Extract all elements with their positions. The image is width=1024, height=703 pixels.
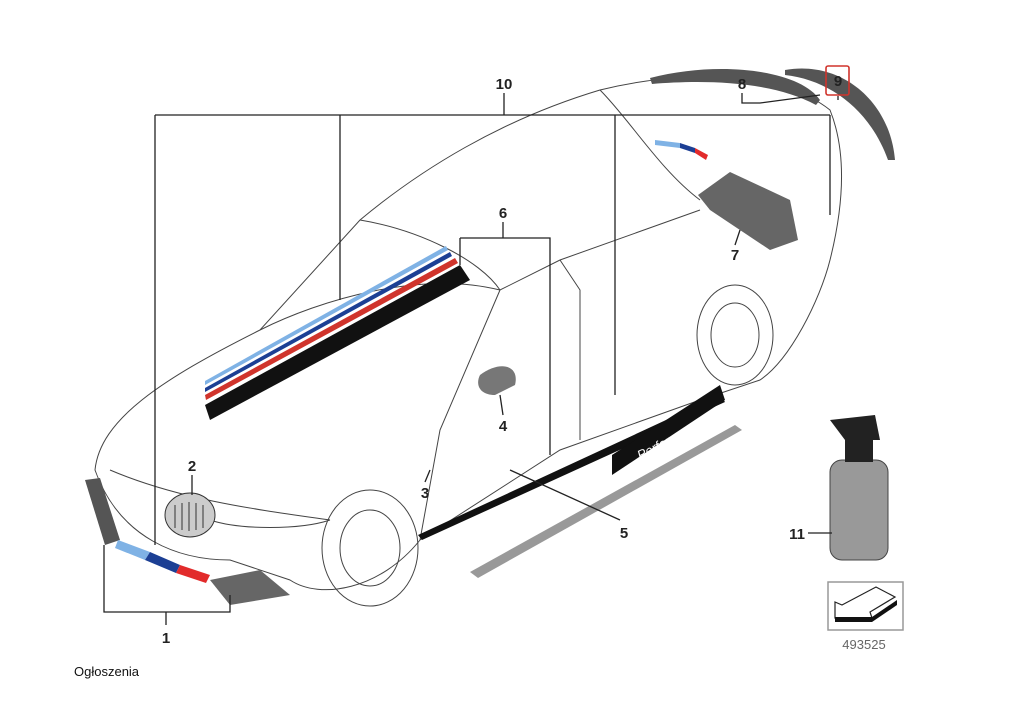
mirror-cap (478, 366, 516, 395)
trunk-stripe (655, 140, 708, 160)
callout-5: 5 (620, 525, 628, 542)
callout-7: 7 (731, 247, 739, 264)
leader-lines (103, 93, 839, 625)
callout-1: 1 (162, 630, 170, 647)
kidney-grille (164, 492, 216, 538)
hood-stripe (205, 246, 470, 420)
rear-spoiler-8 (650, 69, 820, 105)
car-outline (94, 76, 842, 607)
callout-2: 2 (188, 458, 196, 475)
callout-8: 8 (738, 76, 746, 93)
cleaner-bottle (829, 415, 889, 561)
trunk-spoiler-9 (785, 68, 895, 160)
callout-9: 9 (834, 73, 842, 90)
rear-diffuser (698, 172, 798, 250)
callout-6: 6 (499, 205, 507, 222)
ads-label[interactable]: Ogłoszenia (74, 664, 140, 679)
reference-number: 493525 (842, 637, 885, 652)
reference-arrow-icon (827, 581, 904, 631)
side-skirt (470, 425, 742, 578)
callout-3: 3 (421, 485, 429, 502)
callout-4: 4 (499, 418, 508, 435)
callout-11: 11 (789, 526, 805, 543)
callout-10: 10 (496, 76, 513, 93)
callout-9-highlight (825, 65, 850, 96)
